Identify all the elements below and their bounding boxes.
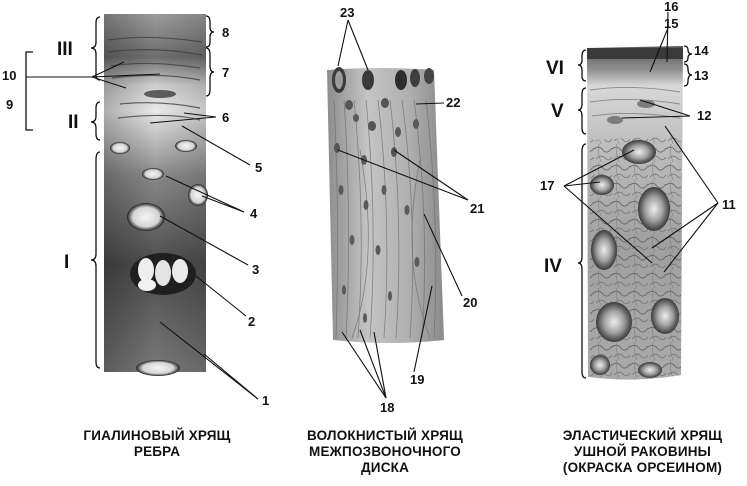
label-4: 4: [250, 206, 258, 221]
zone-label-III: III: [57, 39, 73, 60]
zone-label-IV: IV: [544, 256, 562, 277]
label-8: 8: [222, 25, 229, 40]
caption-elastic: ЭЛАСТИЧЕСКИЙ ХРЯЩ УШНОЙ РАКОВИНЫ (ОКРАСК…: [540, 428, 745, 476]
caption-fibrous-line-1: ВОЛОКНИСТЫЙ ХРЯЩ: [307, 428, 463, 443]
label-3: 3: [252, 262, 259, 277]
caption-hyaline-line-1: ГИАЛИНОВЫЙ ХРЯЩ: [83, 428, 231, 443]
zone-label-II: II: [68, 112, 79, 133]
hyaline-cartilage-panel: III II I 1 2 3 4 5 6 7 8 9 10: [2, 14, 269, 408]
label-19: 19: [410, 372, 424, 387]
label-17: 17: [540, 178, 554, 193]
label-7: 7: [222, 65, 229, 80]
label-21: 21: [470, 201, 484, 216]
label-20: 20: [463, 295, 477, 310]
label-5: 5: [255, 160, 262, 175]
fibrous-isogenic-groups: [332, 67, 434, 323]
label-11: 11: [722, 197, 736, 212]
elastic-cartilage-panel: VI V IV 11 12 13 14 15 16 17: [540, 0, 736, 380]
label-10: 10: [2, 68, 16, 83]
caption-fibrous-line-3: ДИСКА: [360, 460, 410, 475]
label-15: 15: [664, 16, 678, 31]
label-16: 16: [664, 0, 678, 14]
elastic-chondrocytes: [590, 100, 679, 378]
caption-elastic-line-3: (ОКРАСКА ОРСЕИНОМ): [562, 460, 723, 475]
caption-hyaline: ГИАЛИНОВЫЙ ХРЯЩ РЕБРА: [52, 428, 262, 460]
caption-hyaline-line-2: РЕБРА: [133, 444, 181, 459]
label-22: 22: [446, 95, 460, 110]
caption-elastic-line-1: ЭЛАСТИЧЕСКИЙ ХРЯЩ: [562, 428, 723, 443]
caption-elastic-line-2: УШНОЙ РАКОВИНЫ: [573, 444, 712, 459]
zone-label-I: I: [64, 252, 69, 273]
caption-fibrous: ВОЛОКНИСТЫЙ ХРЯЩ МЕЖПОЗВОНОЧНОГО ДИСКА: [280, 428, 490, 476]
label-23: 23: [340, 5, 354, 20]
label-9: 9: [6, 97, 13, 112]
fibrous-cartilage-panel: 18 19 20 21 22 23: [327, 5, 484, 415]
fibrous-tissue-column: [327, 68, 444, 343]
zone-label-VI: VI: [546, 58, 564, 79]
label-18: 18: [380, 400, 394, 415]
zone-label-V: V: [551, 101, 564, 122]
label-1: 1: [262, 393, 269, 408]
label-6: 6: [222, 110, 229, 125]
label-12: 12: [697, 108, 711, 123]
label-14: 14: [694, 43, 709, 58]
caption-fibrous-line-2: МЕЖПОЗВОНОЧНОГО: [309, 444, 461, 459]
label-2: 2: [248, 314, 255, 329]
fibrous-collagen-bundles: [333, 99, 437, 339]
label-13: 13: [694, 68, 708, 83]
hyaline-chondrocytes: [110, 140, 208, 376]
